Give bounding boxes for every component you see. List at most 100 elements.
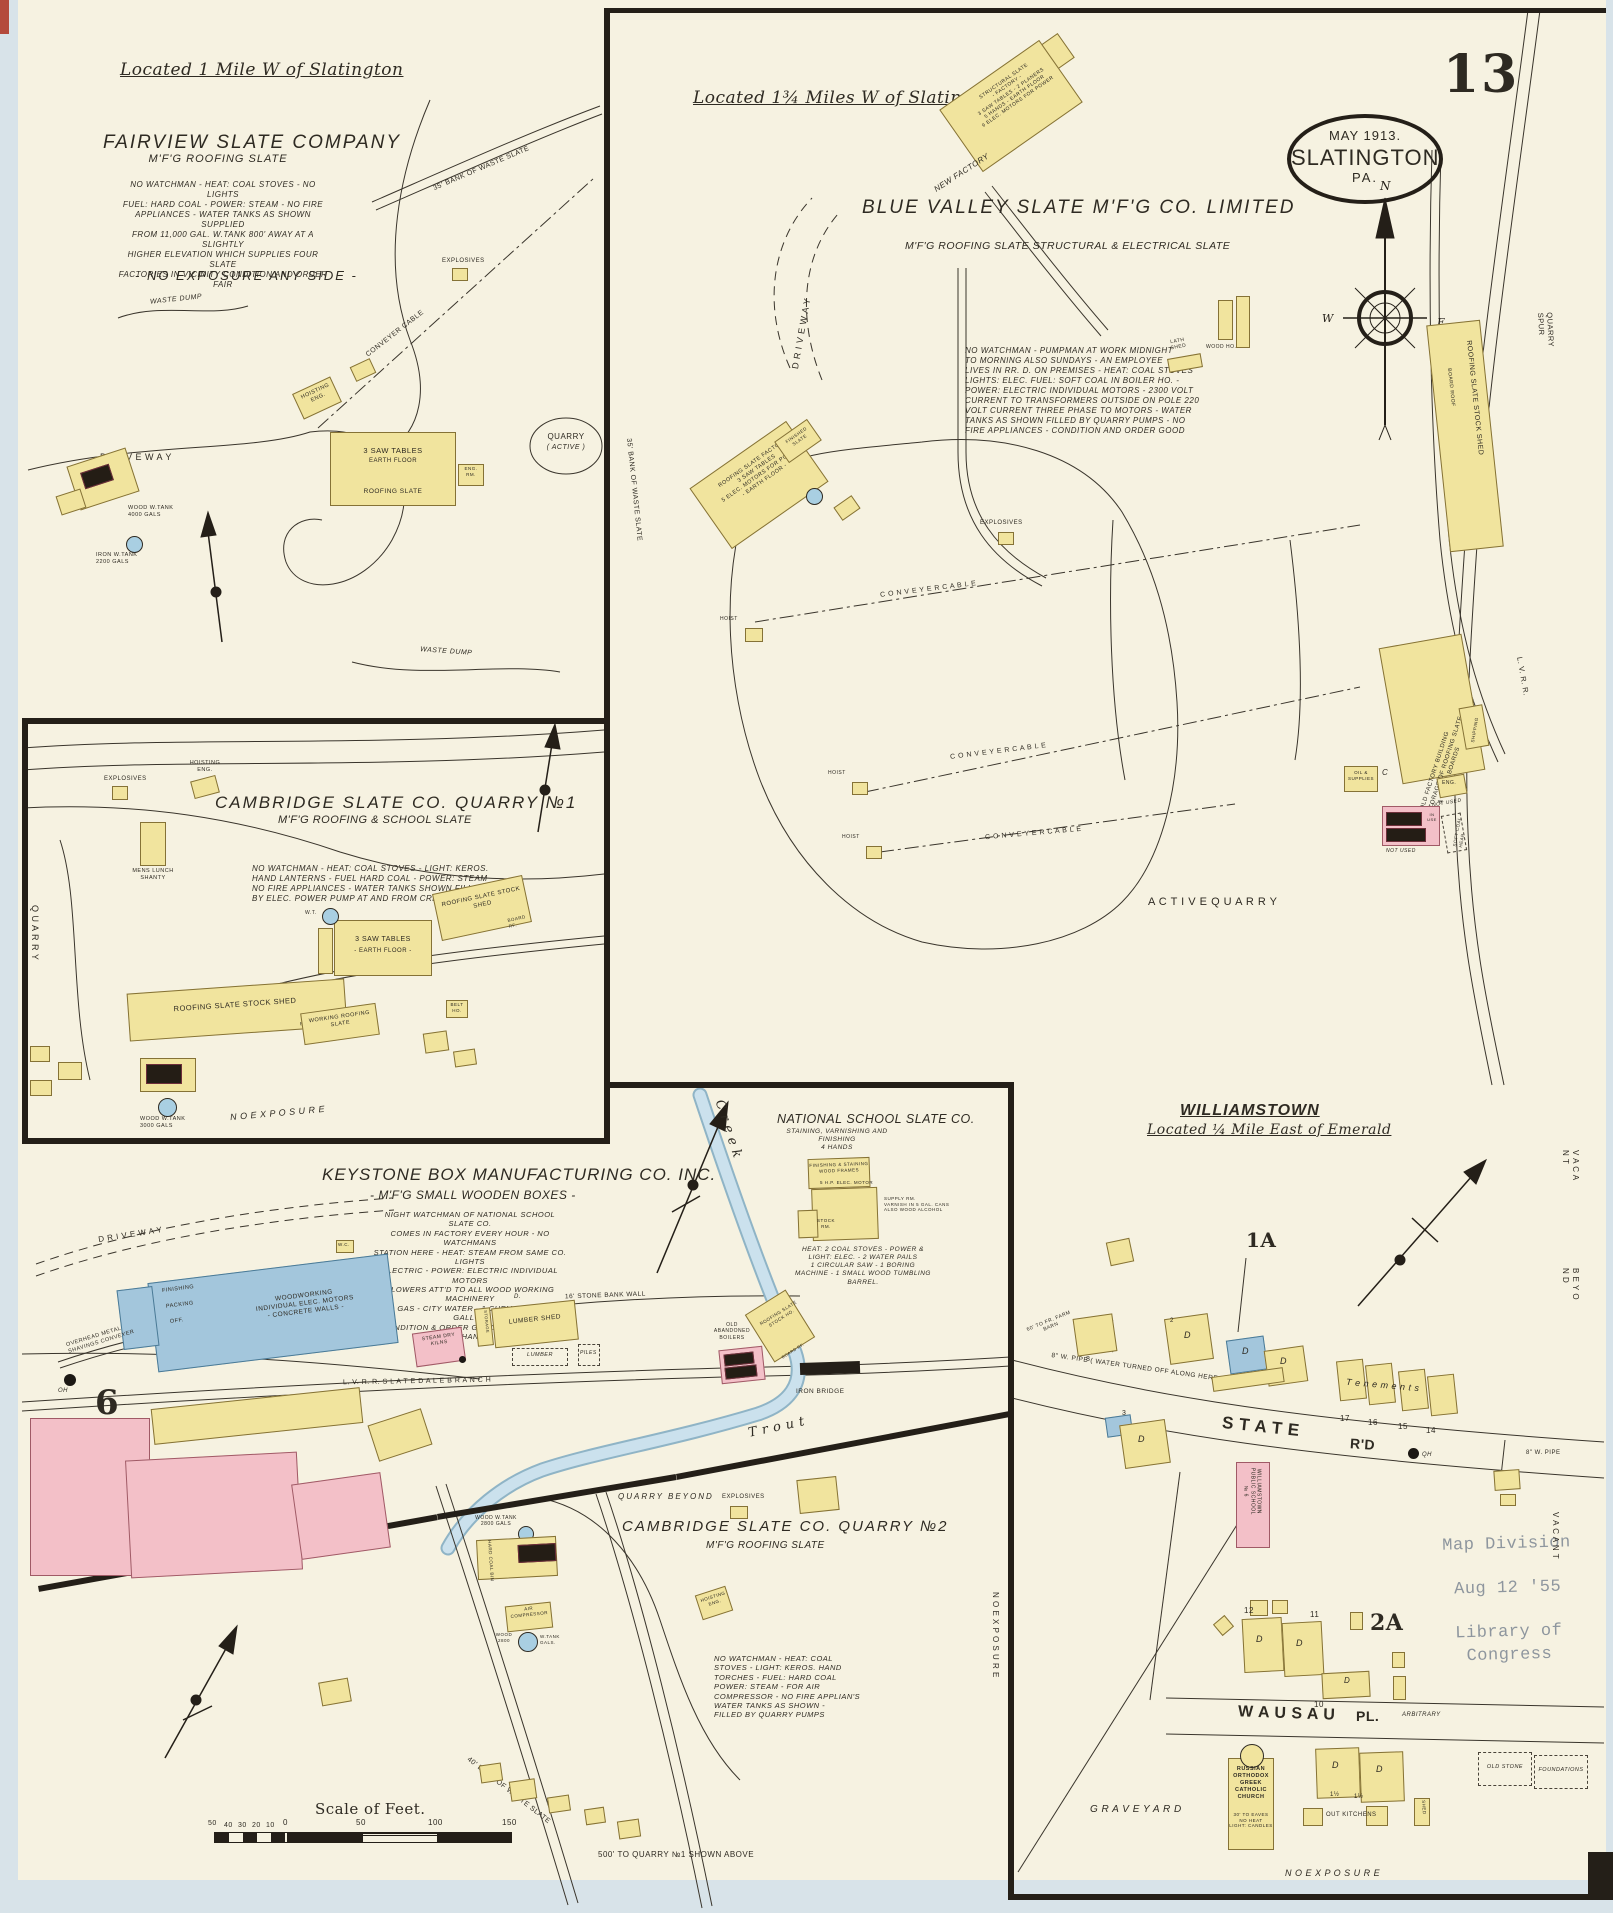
no-exposure-vertical: N O E X P O S U R E xyxy=(991,1592,1000,1678)
dwelling-label: D xyxy=(1256,1634,1263,1644)
railroad-track xyxy=(605,1491,713,1907)
no-exposure-label: N O E X P O S U R E xyxy=(1285,1868,1381,1878)
wood-label: WOOD 2800 xyxy=(495,1632,513,1643)
waste-dump-line xyxy=(351,661,561,673)
saw-tables-label: 3 SAW TABLES xyxy=(363,446,423,455)
north-arrow-icon xyxy=(1357,1158,1488,1307)
building xyxy=(1393,1676,1406,1700)
iron-bridge-band xyxy=(799,1360,861,1376)
quarry-label: QUARRY xyxy=(547,432,585,441)
railroad-track xyxy=(435,1485,569,1906)
williamstown-title: WILLIAMSTOWN xyxy=(1180,1102,1320,1119)
waste-dump-line xyxy=(117,305,249,319)
iron-bridge-label: IRON BRIDGE xyxy=(796,1388,845,1395)
dwelling xyxy=(1359,1751,1405,1803)
building xyxy=(796,1476,840,1514)
compass-e: E xyxy=(1436,316,1445,329)
graveyard-label: G R A V E Y A R D xyxy=(1090,1804,1182,1815)
building xyxy=(1218,300,1233,340)
school-label: WILLIAMSTOWN PUBLIC SCHOOL № 6 xyxy=(1242,1467,1262,1515)
scale-segment xyxy=(271,1833,285,1842)
pipe-label: 8" W. PIPE xyxy=(1526,1450,1561,1456)
scale-tick: 150 xyxy=(502,1818,517,1827)
wt-label: W.T. xyxy=(305,910,317,916)
house-number: 10 xyxy=(1314,1700,1324,1709)
water-tank xyxy=(322,908,339,925)
old-foundation xyxy=(1534,1755,1588,1789)
quarry-edge xyxy=(1289,539,1301,761)
hoisting-eng-label: HOISTING ENG. xyxy=(189,760,221,773)
house-number: 14 xyxy=(1426,1426,1436,1435)
lunch-shanty-label: MENS LUNCH SHANTY xyxy=(132,868,174,881)
lot-line xyxy=(1149,1471,1181,1701)
in-use-label: IN USE xyxy=(1427,812,1437,822)
scale-tick: 50 xyxy=(208,1820,217,1827)
spur-track xyxy=(991,185,1109,331)
north-arrow-icon xyxy=(656,1100,729,1274)
lumber-label: LUMBER xyxy=(527,1352,553,1358)
sheet-corner-mark xyxy=(1588,1852,1613,1900)
dwelling xyxy=(1119,1419,1171,1469)
house-number: 12 xyxy=(1244,1606,1254,1615)
building xyxy=(508,1778,538,1802)
road xyxy=(21,751,605,771)
north-arrow-icon xyxy=(200,510,223,643)
cambridge2-subtitle: M'F'G ROOFING SLATE xyxy=(706,1540,825,1551)
scale-tick: 10 xyxy=(266,1822,275,1829)
scale-bar xyxy=(214,1832,512,1843)
stamp-line: Map Division xyxy=(1442,1533,1571,1556)
belt-ho-label: BELT HO. xyxy=(450,1002,464,1013)
fairview-title: FAIRVIEW SLATE COMPANY xyxy=(103,132,402,153)
earth-floor-label: EARTH FLOOR xyxy=(368,458,418,464)
dwelling-label: D xyxy=(1376,1764,1383,1774)
side-street xyxy=(1017,1519,1241,1873)
building xyxy=(583,1806,607,1826)
quarry-outline xyxy=(729,439,1179,950)
house-number: 15 xyxy=(1398,1422,1408,1431)
active-quarry-label: A C T I V E Q U A R R Y xyxy=(1148,896,1278,908)
sheet-state: PA. xyxy=(1352,170,1378,185)
building xyxy=(318,928,333,974)
dwelling-label: D xyxy=(1332,1760,1339,1770)
earth-floor-label: - EARTH FLOOR - xyxy=(354,948,412,954)
scale-segment xyxy=(285,1833,363,1842)
cambridge2-title: CAMBRIDGE SLATE CO. QUARRY №2 xyxy=(622,1518,949,1535)
wausau-road xyxy=(1165,1733,1605,1744)
quarry-edge xyxy=(59,839,91,1081)
scan-artifact xyxy=(0,0,9,34)
scale-tick: 50 xyxy=(356,1818,366,1827)
scale-tick: 30 xyxy=(238,1822,247,1829)
out-kitchen-building xyxy=(1303,1808,1323,1826)
qh-label: QH xyxy=(1422,1452,1432,1458)
scale-segment xyxy=(363,1833,437,1842)
stock-rm-label: STOCK RM. xyxy=(817,1218,835,1229)
hoist-label: HOIST xyxy=(828,770,846,776)
half-story-label: 1½ xyxy=(1354,1794,1364,1800)
boiler xyxy=(1386,812,1422,826)
building xyxy=(458,464,484,486)
driveway-road xyxy=(35,1209,395,1277)
building xyxy=(546,1794,572,1814)
library-stamp: Map Division Aug 12 '55 Library of Congr… xyxy=(1406,1509,1611,1691)
bluevalley-linework xyxy=(729,9,1541,1086)
half-story-label: 1½ xyxy=(1330,1792,1340,1798)
sheet-city: SLATINGTON xyxy=(1291,145,1440,170)
north-arrow-icon xyxy=(537,722,561,833)
conveyor-cable xyxy=(754,524,1361,623)
cambridge1-linework xyxy=(21,729,605,1081)
hydrant-dot xyxy=(64,1374,76,1386)
piles xyxy=(578,1344,600,1366)
panel-border xyxy=(1008,1894,1606,1900)
dwelling-label: D xyxy=(1296,1638,1303,1648)
quarry-edge xyxy=(539,1497,741,1781)
quarry-spur-label: QUARRY SPUR xyxy=(1535,312,1556,348)
fairview-linework xyxy=(27,99,603,673)
block-number: 6 xyxy=(95,1383,120,1423)
tenement-building xyxy=(1426,1373,1459,1417)
street-name: PL. xyxy=(1356,1708,1380,1724)
eng-label: ENG. xyxy=(1442,780,1457,786)
national-sub: STAINING, VARNISHING AND FINISHING 4 HAN… xyxy=(786,1128,888,1152)
national-notes: HEAT: 2 COAL STOVES - POWER & LIGHT: ELE… xyxy=(794,1246,931,1286)
building xyxy=(58,1062,82,1080)
railroad-track xyxy=(21,1365,1011,1412)
